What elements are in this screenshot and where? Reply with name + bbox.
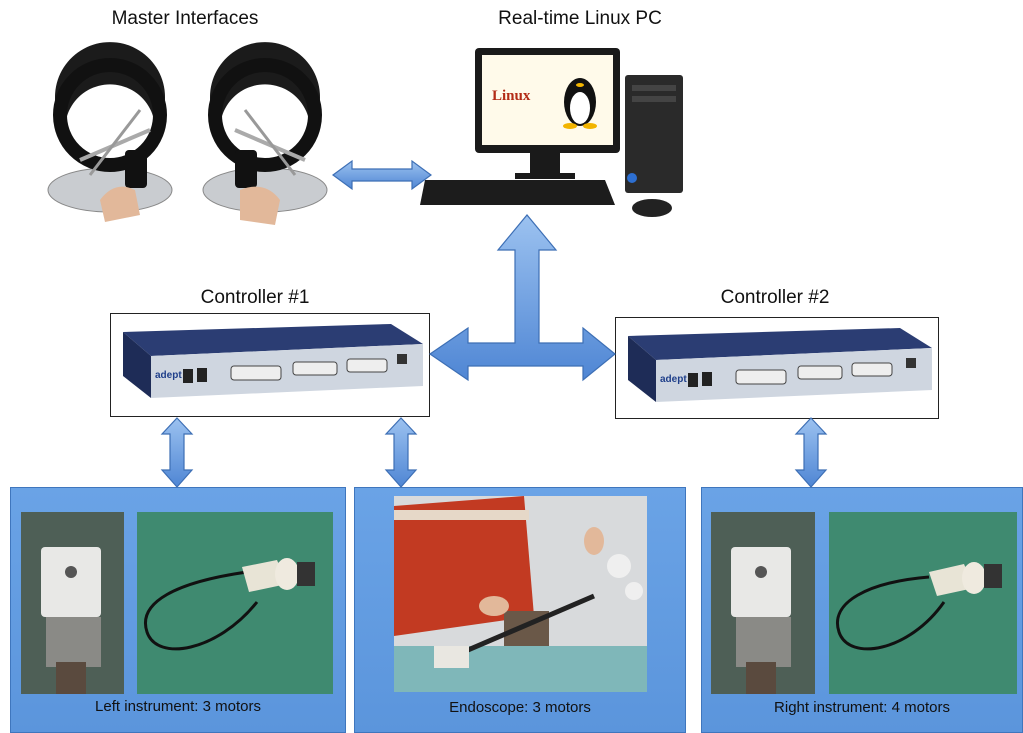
- right-instrument-photo-2: [829, 512, 1017, 694]
- pc-illustration: [420, 48, 683, 217]
- endoscope-panel: Endoscope: 3 motors: [354, 487, 686, 733]
- left-instrument-tool: [137, 512, 333, 694]
- left-instrument-caption: Left instrument: 3 motors: [95, 698, 261, 715]
- haptic-devices-illustration: [47, 42, 328, 225]
- arrow-master-pc: [331, 159, 433, 191]
- right-instrument-tool: [829, 512, 1017, 694]
- controller-2: adept: [615, 317, 939, 419]
- right-instrument-panel: Right instrument: 4 motors: [701, 487, 1023, 733]
- arrow-controller2-right-instrument: [794, 417, 828, 488]
- left-instrument-mechanism: [21, 512, 124, 694]
- endoscope-photo: [394, 496, 647, 692]
- controller-2-device: [628, 328, 932, 402]
- controller-1: adept: [110, 313, 430, 417]
- right-instrument-photo-1: [711, 512, 815, 694]
- arrow-controller1-endoscope: [384, 417, 418, 488]
- linux-pc-image: Linux: [420, 40, 690, 220]
- right-instrument-mechanism: [711, 512, 815, 694]
- left-instrument-photo-2: [137, 512, 333, 694]
- controller-2-label: Controller #2: [720, 287, 830, 308]
- master-interfaces-label: Master Interfaces: [111, 8, 259, 29]
- arrow-controllers-pc: [428, 214, 616, 382]
- right-instrument-caption: Right instrument: 4 motors: [774, 699, 950, 716]
- controller-1-label: Controller #1: [200, 287, 310, 308]
- left-instrument-photo-1: [21, 512, 124, 694]
- endoscope-scene: [394, 496, 647, 692]
- pc-label: Real-time Linux PC: [498, 8, 662, 29]
- left-instrument-panel: Left instrument: 3 motors: [10, 487, 346, 733]
- endoscope-caption: Endoscope: 3 motors: [449, 699, 591, 716]
- master-interfaces-image: [40, 40, 340, 235]
- controller-1-brand: adept: [155, 370, 182, 381]
- controller-2-brand: adept: [660, 374, 687, 385]
- arrow-controller1-left-instrument: [160, 417, 194, 488]
- controller-1-device: [123, 324, 423, 398]
- linux-logo-text: Linux: [492, 88, 531, 104]
